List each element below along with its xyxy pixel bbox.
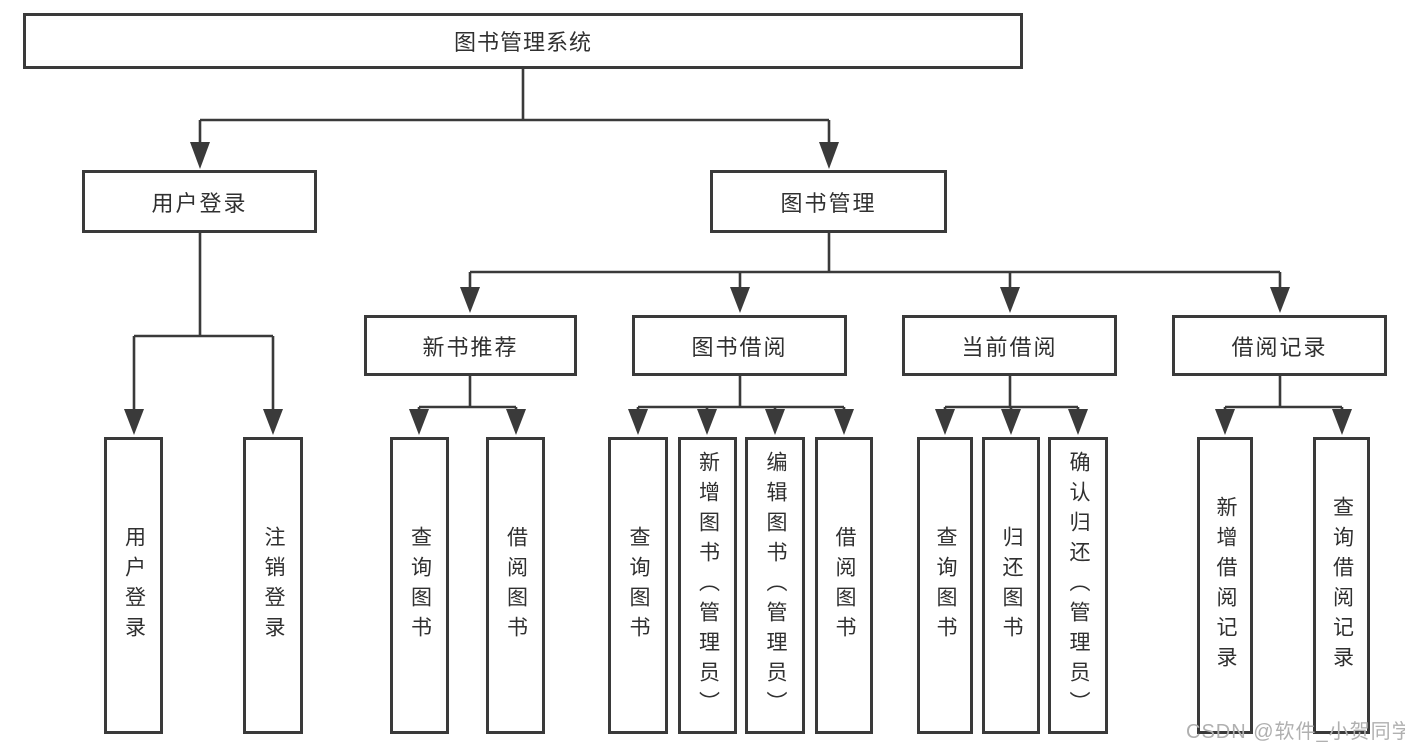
arrow-head bbox=[124, 409, 144, 435]
arrow-head bbox=[1000, 287, 1020, 313]
arrow-head bbox=[1215, 409, 1235, 435]
leaf-user-login: 用户登录 bbox=[104, 437, 163, 734]
leaf-add-book-admin: 新增图书（管理员） bbox=[678, 437, 737, 734]
leaf-current-query-books: 查询图书 bbox=[917, 437, 973, 734]
connector-root bbox=[198, 69, 831, 146]
arrow-head bbox=[1001, 409, 1021, 435]
node-borrow-records: 借阅记录 bbox=[1172, 315, 1387, 376]
arrow-head bbox=[730, 287, 750, 313]
arrow-head bbox=[765, 409, 785, 435]
node-current-borrowing: 当前借阅 bbox=[902, 315, 1117, 376]
connector-book-management bbox=[468, 233, 1282, 290]
arrow-head bbox=[1270, 287, 1290, 313]
arrow-head bbox=[506, 409, 526, 435]
leaf-add-borrow-record: 新增借阅记录 bbox=[1197, 437, 1253, 734]
node-user-login: 用户登录 bbox=[82, 170, 317, 233]
csdn-watermark: CSDN @软件_小贺同学 bbox=[1186, 721, 1405, 743]
leaf-borrowing-query-books: 查询图书 bbox=[608, 437, 668, 734]
leaf-logout-login: 注销登录 bbox=[243, 437, 303, 734]
arrow-head bbox=[1332, 409, 1352, 435]
connector-user-login bbox=[132, 233, 275, 412]
leaf-edit-book-admin: 编辑图书（管理员） bbox=[745, 437, 805, 734]
arrow-head bbox=[628, 409, 648, 435]
node-new-book-recommend: 新书推荐 bbox=[364, 315, 577, 376]
leaf-query-borrow-record: 查询借阅记录 bbox=[1313, 437, 1370, 734]
connector-book-borrowing bbox=[636, 376, 846, 414]
leaf-return-books: 归还图书 bbox=[982, 437, 1040, 734]
arrow-head bbox=[1068, 409, 1088, 435]
leaf-newrec-borrow-books: 借阅图书 bbox=[486, 437, 545, 734]
arrow-head bbox=[190, 142, 210, 169]
arrow-head bbox=[935, 409, 955, 435]
node-root: 图书管理系统 bbox=[23, 13, 1023, 69]
leaf-newrec-query-books: 查询图书 bbox=[390, 437, 449, 734]
leaf-borrow-books: 借阅图书 bbox=[815, 437, 873, 734]
node-book-management: 图书管理 bbox=[710, 170, 947, 233]
leaf-confirm-return-admin: 确认归还（管理员） bbox=[1048, 437, 1108, 734]
arrowheads bbox=[124, 142, 1352, 435]
arrow-head bbox=[819, 142, 839, 169]
connector-current-borrowing bbox=[943, 376, 1080, 414]
arrow-head bbox=[834, 409, 854, 435]
connector-borrow-records bbox=[1223, 376, 1344, 414]
connector-new-book-recommend bbox=[417, 376, 518, 414]
arrow-head bbox=[409, 409, 429, 435]
arrow-head bbox=[460, 287, 480, 313]
arrow-head bbox=[697, 409, 717, 435]
arrow-head bbox=[263, 409, 283, 435]
node-book-borrowing: 图书借阅 bbox=[632, 315, 847, 376]
